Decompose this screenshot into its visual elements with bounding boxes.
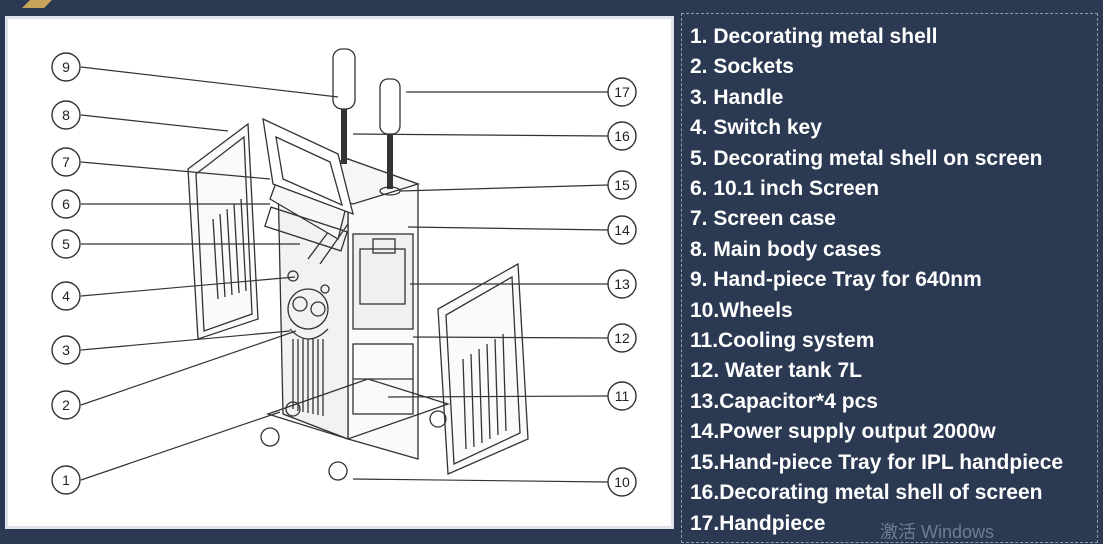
callout-7: 7: [62, 154, 70, 170]
leader-lines: [80, 66, 609, 483]
legend-item-6: 6. 10.1 inch Screen: [690, 177, 880, 201]
callout-11: 11: [615, 388, 630, 404]
callout-14: 14: [614, 222, 630, 238]
right-door-case: [437, 262, 529, 475]
callout-1: 1: [62, 472, 70, 488]
legend-list: 1. Decorating metal shell 2. Sockets 3. …: [682, 14, 1097, 539]
callout-circles: [51, 52, 637, 497]
callout-circle: [51, 147, 81, 177]
callout-circle: [607, 381, 637, 411]
socket-left: [292, 296, 308, 312]
callout-circle: [607, 77, 637, 107]
callout-circle: [51, 100, 81, 130]
corner-accent-mark: [22, 0, 52, 8]
callout-13: 13: [614, 276, 630, 292]
parts-legend: 1. Decorating metal shell 2. Sockets 3. …: [681, 13, 1098, 543]
legend-item-15: 15.Hand-piece Tray for IPL handpiece: [690, 450, 1064, 474]
wheel-rear-left: [285, 401, 301, 417]
legend-item-8: 8. Main body cases: [690, 237, 882, 261]
callout-circle: [51, 390, 81, 420]
callout-3: 3: [62, 342, 70, 358]
callout-circle: [607, 121, 637, 151]
handpiece-ipl: [379, 78, 401, 135]
legend-item-5: 5. Decorating metal shell on screen: [690, 146, 1043, 170]
machine-illustration: [187, 48, 529, 481]
socket-right: [310, 301, 326, 317]
legend-item-10: 10.Wheels: [690, 298, 793, 322]
terminal-block: [372, 238, 396, 254]
screen-base-shell: [264, 206, 348, 252]
callout-2: 2: [62, 397, 70, 413]
callout-4: 4: [62, 288, 70, 304]
capacitor-bank: [352, 233, 414, 330]
diagram-canvas: 9 8 7 6 5 4 3 2 1 17 16 15 14 13 12 11 1…: [51, 48, 637, 497]
callout-circle: [607, 323, 637, 353]
machine-diagram: 9 8 7 6 5 4 3 2 1 17 16 15 14 13 12 11 1…: [5, 16, 674, 529]
wheel-front-left: [260, 427, 280, 447]
callout-12: 12: [614, 330, 630, 346]
legend-item-14: 14.Power supply output 2000w: [690, 420, 996, 444]
callout-circle: [607, 215, 637, 245]
legend-item-11: 11.Cooling system: [690, 329, 875, 353]
legend-item-3: 3. Handle: [690, 85, 784, 109]
legend-item-4: 4. Switch key: [690, 116, 822, 140]
socket-ring: [287, 288, 329, 330]
legend-item-12: 12. Water tank 7L: [690, 359, 862, 383]
callout-circle: [51, 52, 81, 82]
screen: [262, 117, 354, 216]
screen-inner: [275, 135, 343, 207]
callout-10: 10: [614, 474, 630, 490]
right-door-inner: [445, 275, 521, 465]
callout-labels: 9 8 7 6 5 4 3 2 1 17 16 15 14 13 12 11 1…: [62, 59, 630, 490]
callout-circle: [51, 189, 81, 219]
legend-item-2: 2. Sockets: [690, 55, 794, 79]
callout-15: 15: [614, 177, 630, 193]
legend-item-7: 7. Screen case: [690, 207, 836, 231]
legend-item-9: 9. Hand-piece Tray for 640nm: [690, 268, 982, 292]
left-door-inner: [195, 135, 253, 332]
base-frame: [265, 378, 451, 440]
wheel-rear-right: [429, 410, 447, 428]
callout-6: 6: [62, 196, 70, 212]
callout-circle: [607, 467, 637, 497]
power-supply-box: [359, 248, 406, 305]
right-door-grille: [462, 333, 507, 450]
legend-item-17: 17.Handpiece: [690, 511, 826, 535]
callout-17: 17: [614, 84, 630, 100]
callout-5: 5: [62, 236, 70, 252]
emergency-button: [320, 284, 330, 294]
switch-key: [287, 270, 299, 282]
callout-9: 9: [62, 59, 70, 75]
callout-circle: [51, 281, 81, 311]
left-vent-grille: [292, 339, 324, 416]
legend-item-1: 1. Decorating metal shell: [690, 25, 938, 48]
windows-activation-watermark: 激活 Windows: [880, 522, 995, 542]
callout-circle: [51, 229, 81, 259]
callout-circle: [607, 269, 637, 299]
callout-circle: [51, 335, 81, 365]
handpiece-640nm: [332, 48, 356, 110]
callout-circle: [51, 465, 81, 495]
wheel-front-right: [328, 461, 348, 481]
left-door-grille: [212, 198, 247, 300]
callout-8: 8: [62, 107, 70, 123]
legend-item-16: 16.Decorating metal shell of screen: [690, 481, 1043, 505]
callout-16: 16: [614, 128, 630, 144]
legend-item-13: 13.Capacitor*4 pcs: [690, 389, 878, 413]
callout-circle: [607, 170, 637, 200]
